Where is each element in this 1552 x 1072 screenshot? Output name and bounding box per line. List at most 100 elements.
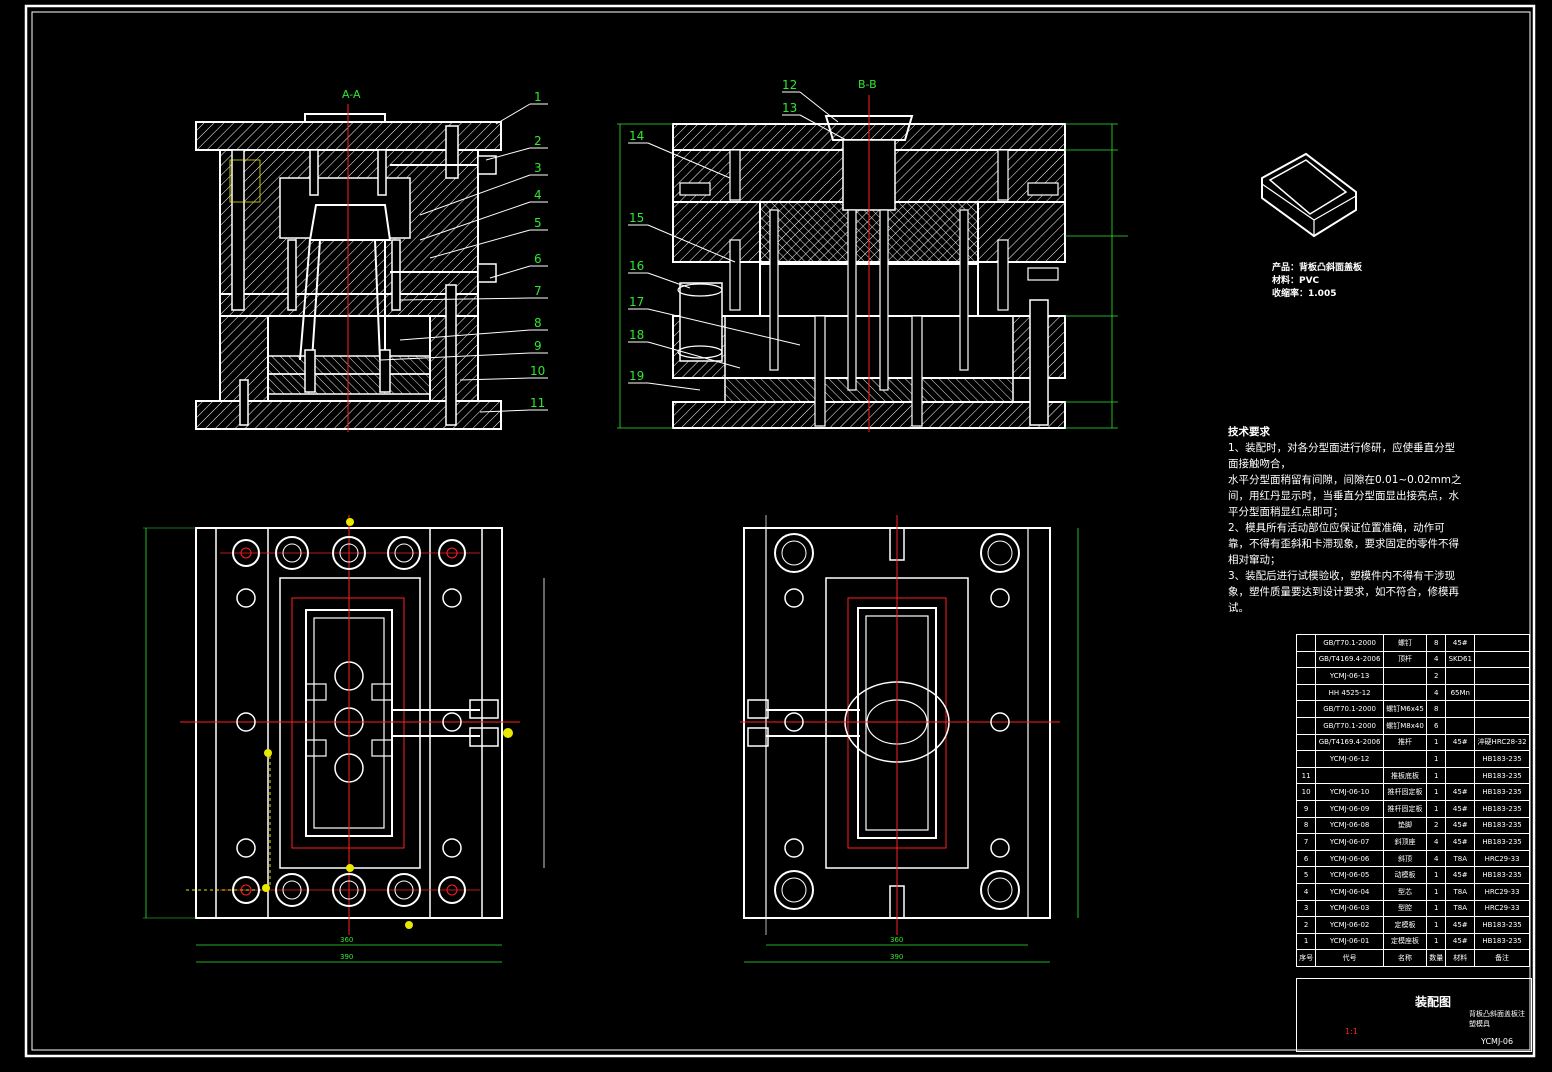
- bom-cell: 45#: [1445, 816, 1476, 835]
- bom-cell: YCMJ-06-10: [1315, 783, 1384, 801]
- bom-cell: GB/T70.1-2000: [1315, 700, 1384, 718]
- bom-cell: 9: [1295, 799, 1317, 818]
- bom-cell: 45#: [1445, 783, 1476, 801]
- callout-2: 2: [534, 134, 542, 148]
- title-block: 装配图 背板凸斜面盖板注塑模具 YCMJ-06 1:1: [1296, 978, 1532, 1052]
- bom-cell: 4: [1426, 849, 1447, 868]
- dim-left-inner: 360: [340, 936, 353, 944]
- bom-cell: HRC29-33: [1474, 882, 1530, 901]
- bom-cell: YCMJ-06-04: [1315, 882, 1384, 901]
- bom-cell: 6: [1295, 849, 1317, 868]
- bom-cell: [1445, 716, 1476, 735]
- bom-cell: HB183-235: [1474, 833, 1530, 851]
- bom-cell: 1: [1426, 799, 1447, 818]
- bom-cell: [1474, 634, 1530, 652]
- dim-right-inner: 360: [890, 936, 903, 944]
- bom-cell: [1295, 667, 1317, 685]
- callout-15: 15: [629, 211, 645, 225]
- bom-cell: 1: [1426, 766, 1447, 785]
- product-info: 产品：背板凸斜面盖板 材料：PVC 收缩率：1.005: [1272, 262, 1362, 301]
- bom-cell: [1295, 733, 1317, 752]
- bom-cell: [1474, 683, 1530, 702]
- bom-cell: [1445, 766, 1476, 785]
- bom-cell: [1445, 667, 1476, 685]
- bom-cell: T8A: [1445, 882, 1476, 901]
- tech-item-2: 水平分型面稍留有间隙，间隙在0.01~0.02mm之间，用红丹显示时，当垂直分型…: [1228, 474, 1462, 518]
- callout-10: 10: [530, 364, 546, 378]
- tech-item-1: 1、装配时，对各分型面进行修研，应使垂直分型面接触吻合，: [1228, 442, 1456, 470]
- bom-cell: 10: [1295, 783, 1317, 801]
- bom-cell: YCMJ-06-08: [1315, 816, 1384, 835]
- bom-cell: 4: [1295, 882, 1317, 901]
- bom-cell: 65Mn: [1445, 683, 1476, 702]
- bom-cell: [1474, 716, 1530, 735]
- bom-cell: [1474, 700, 1530, 718]
- product-material: 材料：PVC: [1272, 276, 1320, 286]
- bom-cell: 斜顶座: [1382, 833, 1428, 851]
- bom-cell: 1: [1426, 733, 1447, 752]
- bom-cell: 1: [1426, 916, 1447, 934]
- bom-cell: YCMJ-06-02: [1315, 916, 1384, 934]
- bom-cell: [1382, 750, 1428, 768]
- callout-17: 17: [629, 295, 645, 309]
- bom-header-cell: 序号: [1295, 949, 1317, 967]
- bom-cell: GB/T70.1-2000: [1315, 716, 1384, 735]
- inner-frame: [31, 11, 1531, 1051]
- bom-cell: YCMJ-06-07: [1315, 833, 1384, 851]
- bom-cell: 1: [1426, 882, 1447, 901]
- bom-cell: 螺钉M8x40: [1382, 716, 1428, 735]
- bom-cell: YCMJ-06-03: [1315, 899, 1384, 918]
- bom-cell: 8: [1295, 816, 1317, 835]
- bom-cell: [1445, 700, 1476, 718]
- callout-1: 1: [534, 90, 542, 104]
- bom-header-cell: 备注: [1474, 949, 1530, 967]
- bom-cell: 45#: [1445, 799, 1476, 818]
- bom-cell: 45#: [1445, 866, 1476, 884]
- callout-13: 13: [782, 101, 798, 115]
- bom-cell: 2: [1426, 667, 1447, 685]
- bom-cell: 螺钉M6x45: [1382, 700, 1428, 718]
- bom-cell: [1382, 667, 1428, 685]
- bom-cell: HH 4525-12: [1315, 683, 1384, 702]
- bom-header-row: 序号代号名称数量材料备注: [1295, 949, 1530, 967]
- product-shrinkage: 收缩率：1.005: [1272, 289, 1337, 299]
- drawing-name: 装配图: [1415, 995, 1452, 1009]
- scale-value: 1:1: [1345, 1027, 1358, 1036]
- section-b-b: B-B: [617, 78, 1128, 432]
- bom-cell: 45#: [1445, 916, 1476, 934]
- bom-cell: HB183-235: [1474, 783, 1530, 801]
- bom-cell: 1: [1426, 750, 1447, 768]
- section-a-a: A-A: [195, 88, 502, 432]
- bom-cell: [1295, 700, 1317, 718]
- bom-cell: 推杆固定板: [1382, 783, 1428, 801]
- bom-cell: HB183-235: [1474, 866, 1530, 884]
- bom-cell: T8A: [1445, 849, 1476, 868]
- bom-cell: 推杆固定板: [1382, 799, 1428, 818]
- dim-right-outer: 390: [890, 953, 903, 961]
- bom-cell: 1: [1295, 932, 1317, 951]
- callout-16: 16: [629, 259, 645, 273]
- bom-cell: YCMJ-06-09: [1315, 799, 1384, 818]
- bom-cell: 45#: [1445, 634, 1476, 652]
- bom-cell: HB183-235: [1474, 816, 1530, 835]
- bom-cell: HB183-235: [1474, 766, 1530, 785]
- bom-cell: HB183-235: [1474, 799, 1530, 818]
- plan-view-right: 360 390: [740, 515, 1079, 963]
- plan-view-left: 360 390: [143, 515, 545, 963]
- callouts-a-a: [379, 103, 548, 413]
- technical-requirements: 技术要求 1、装配时，对各分型面进行修研，应使垂直分型面接触吻合， 水平分型面稍…: [1228, 424, 1464, 616]
- bom-cell: GB/T70.1-2000: [1315, 634, 1384, 652]
- callout-4: 4: [534, 188, 542, 202]
